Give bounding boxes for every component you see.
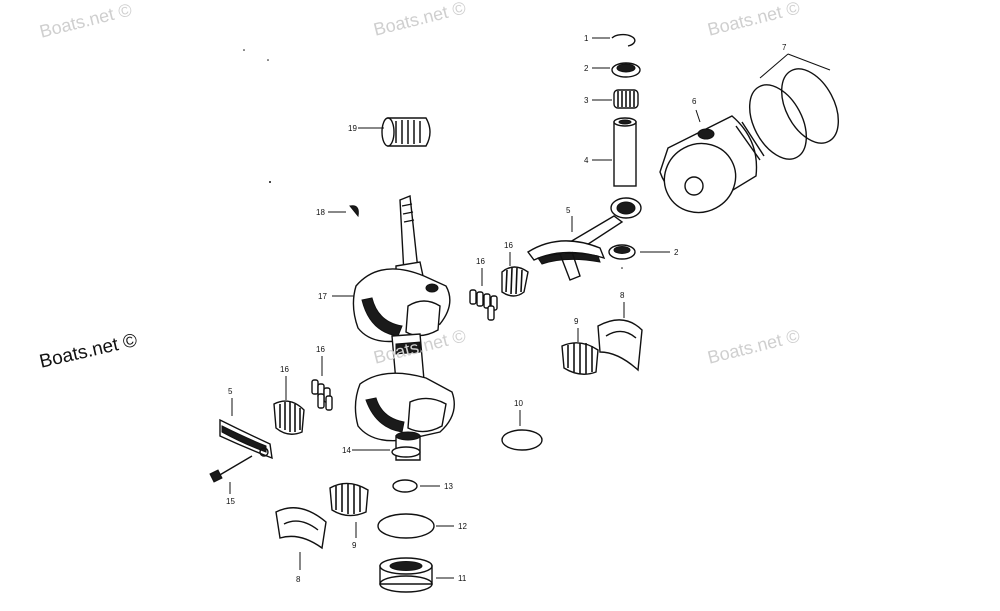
part-16-crank-needles[interactable]: 16 [311, 345, 333, 411]
part-9-bearing-lower[interactable]: 9 [329, 482, 369, 550]
part-1-retaining-clip[interactable]: 1 [584, 33, 636, 47]
label-16-crank-cage: 16 [280, 365, 289, 374]
label-10: 10 [514, 399, 523, 408]
label-16-cage: 16 [504, 241, 513, 250]
part-16-rod-loose-needles[interactable]: 16 [469, 257, 498, 321]
part-8-shell-upper[interactable]: 8 [597, 291, 643, 372]
label-14: 14 [342, 446, 351, 455]
part-9-bearing-upper[interactable]: 9 [561, 317, 599, 375]
part-15-rod-bolt[interactable]: 15 [209, 455, 253, 506]
label-19: 19 [348, 124, 357, 133]
label-9-lower: 9 [352, 541, 357, 550]
label-2-top: 2 [584, 64, 589, 73]
label-16-needles: 16 [476, 257, 485, 266]
label-6: 6 [692, 97, 697, 106]
scan-specks [243, 49, 623, 269]
label-7: 7 [782, 43, 787, 52]
part-6-piston[interactable]: 6 [652, 97, 765, 225]
part-16-rod-bearing-cage[interactable]: 16 [501, 241, 529, 297]
part-13-o-ring[interactable]: 13 [392, 479, 453, 493]
label-5-rod: 5 [566, 206, 571, 215]
label-15: 15 [226, 497, 235, 506]
label-17: 17 [318, 292, 327, 301]
part-4-wrist-pin[interactable]: 4 [584, 117, 637, 187]
label-13: 13 [444, 482, 453, 491]
part-2-washer-top[interactable]: 2 [584, 62, 641, 78]
label-8-upper: 8 [620, 291, 625, 300]
label-11: 11 [458, 574, 467, 583]
label-16-crank-needles: 16 [316, 345, 325, 354]
label-2-lower: 2 [674, 248, 679, 257]
part-18-woodruff-key[interactable]: 18 [316, 205, 359, 218]
part-7-piston-rings[interactable]: 7 [738, 43, 850, 169]
label-8-lower: 8 [296, 575, 301, 584]
part-19-upper-bearing[interactable]: 19 [348, 117, 431, 147]
label-18: 18 [316, 208, 325, 217]
label-12: 12 [458, 522, 467, 531]
part-17-crankshaft[interactable]: 17 [318, 195, 455, 461]
label-5-cap: 5 [228, 387, 233, 396]
part-12-large-o-ring[interactable]: 12 [377, 513, 467, 539]
part-10-snap-ring[interactable]: 10 [501, 399, 543, 451]
part-3-needle-bearing[interactable]: 3 [584, 89, 639, 109]
part-14-seal[interactable]: 14 [342, 446, 421, 458]
part-5-connecting-rod[interactable]: 5 [526, 197, 642, 281]
label-9-upper: 9 [574, 317, 579, 326]
label-4: 4 [584, 156, 589, 165]
part-2-washer-lower[interactable]: 2 [608, 244, 679, 260]
part-16-crank-cage[interactable]: 16 [273, 365, 305, 435]
label-1: 1 [584, 34, 589, 43]
part-11-ball-bearing[interactable]: 11 [379, 557, 467, 593]
part-8-shell-lower[interactable]: 8 [275, 507, 327, 584]
part-5-rod-cap[interactable]: 5 [219, 387, 273, 460]
label-3: 3 [584, 96, 589, 105]
